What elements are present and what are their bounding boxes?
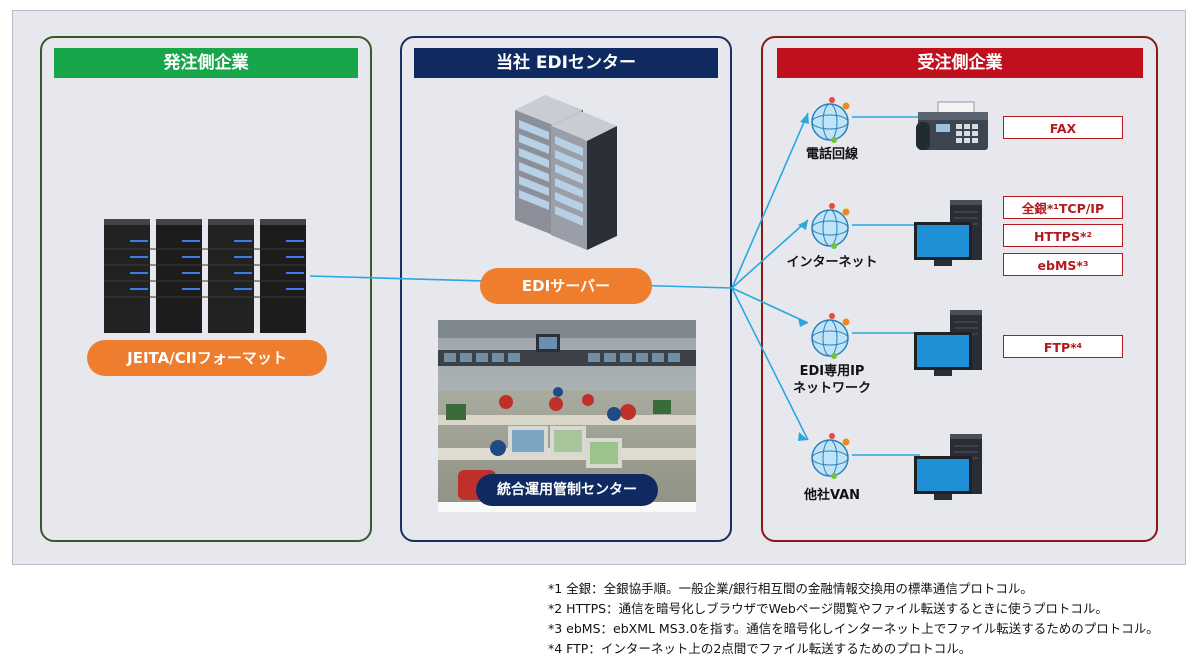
ordering-company-header: 発注側企業: [54, 48, 358, 78]
globe-icon: [811, 433, 850, 479]
footnote-3: *3 ebMS：ebXML MS3.0を指す。通信を暗号化しインターネット上でフ…: [548, 621, 1159, 636]
globe-icon: [811, 97, 850, 143]
control-center-label: 統合運用管制センター: [476, 474, 658, 506]
network-label-edi-ip-line2: ネットワーク: [792, 381, 871, 396]
edi-server-icon: [515, 95, 617, 250]
fax-machine-icon: [916, 101, 988, 150]
server-rack-icon: [104, 219, 306, 333]
computer-icon: [914, 200, 982, 266]
protocol-box-ebms: ebMS*³: [1003, 253, 1123, 276]
protocol-box-zengin: 全銀*¹TCP/IP: [1003, 196, 1123, 219]
network-label-edi-ip-line1: EDI専用IP: [799, 364, 865, 379]
computer-icon: [914, 434, 982, 500]
network-label-phone: 電話回線: [805, 147, 858, 162]
footnote-4: *4 FTP：インターネット上の2点間でファイル転送するためのプロトコル。: [548, 641, 972, 656]
network-label-internet: インターネット: [786, 255, 878, 270]
protocol-box-fax: FAX: [1003, 116, 1123, 139]
protocol-box-https: HTTPS*²: [1003, 224, 1123, 247]
footnote-1: *1 全銀：全銀協手順。一般企業/銀行相互間の金融情報交換用の標準通信プロトコル…: [548, 581, 1033, 596]
computer-icon: [914, 310, 982, 376]
ordering-company-panel: [40, 36, 372, 542]
footnote-2: *2 HTTPS：通信を暗号化しブラウザでWebページ閲覧やファイル転送するとき…: [548, 601, 1108, 616]
format-label: JEITA/CIIフォーマット: [87, 340, 327, 376]
protocol-box-ftp: FTP*⁴: [1003, 335, 1123, 358]
edi-center-header: 当社 EDIセンター: [414, 48, 718, 78]
network-label-van: 他社VAN: [803, 488, 861, 503]
globe-icon: [811, 203, 850, 249]
receiving-company-header: 受注側企業: [777, 48, 1143, 78]
globe-icon: [811, 313, 850, 359]
edi-server-label: EDIサーバー: [480, 268, 652, 304]
